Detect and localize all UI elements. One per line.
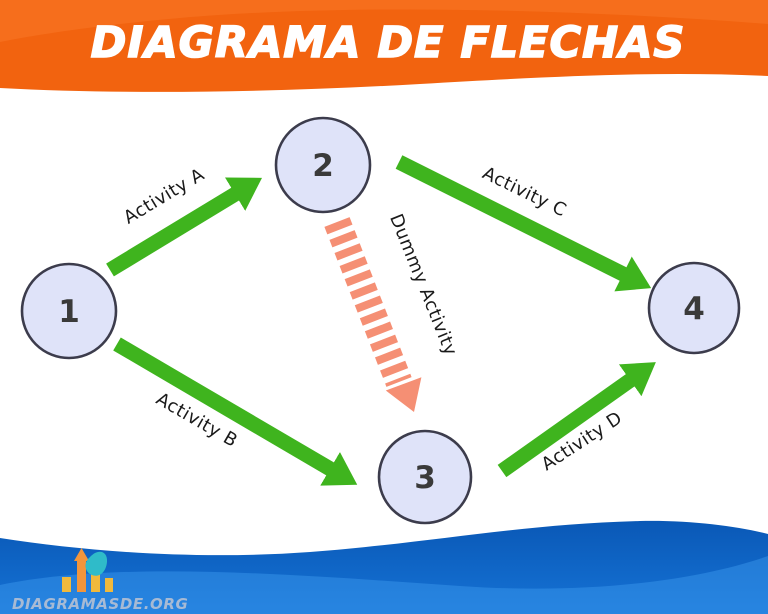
node-2-circle [274, 116, 372, 214]
page-title: DIAGRAMA DE FLECHAS [91, 18, 686, 68]
logo-teal-leaf [85, 551, 108, 576]
node-2-label: 2 [312, 148, 334, 184]
node-3: 3 [377, 429, 473, 525]
dummy-arrow-head [385, 377, 422, 412]
logo-bar-1 [62, 577, 71, 592]
node-1: 1 [20, 262, 118, 360]
arrow-activity-d [497, 362, 656, 478]
node-3-circle [377, 429, 473, 525]
logo-bar-3 [91, 572, 100, 592]
logo-bar-4 [105, 578, 113, 592]
footer-wave-shape [0, 520, 768, 614]
footer-site-name: DIAGRAMASDE.ORG [12, 595, 188, 613]
header-wave-shape [0, 0, 768, 92]
node-3-label: 3 [414, 460, 436, 496]
bar-chart-arrow-logo-icon [62, 548, 113, 592]
footer-band: DIAGRAMASDE.ORG [0, 520, 768, 614]
activity-arrows [106, 155, 656, 486]
node-4-circle [647, 261, 741, 355]
arrow-activity-a [106, 177, 263, 277]
label-dummy-activity: Dummy Activity [385, 211, 461, 359]
node-2: 2 [274, 116, 372, 214]
node-4-label: 4 [683, 291, 705, 327]
logo-bar-arrow-shaft [77, 560, 86, 592]
node-1-circle [20, 262, 118, 360]
node-4: 4 [647, 261, 741, 355]
dummy-arrow-striped-shaft [324, 217, 412, 387]
dummy-activity-arrow [324, 217, 422, 412]
arrow-activity-c [395, 155, 652, 292]
logo-arrow-head [74, 548, 89, 561]
node-1-label: 1 [58, 294, 80, 330]
header-wave-highlight [0, 0, 768, 42]
footer-wave-highlight [0, 556, 768, 614]
arrow-activity-b [113, 337, 358, 486]
header-band: DIAGRAMA DE FLECHAS [0, 0, 768, 92]
